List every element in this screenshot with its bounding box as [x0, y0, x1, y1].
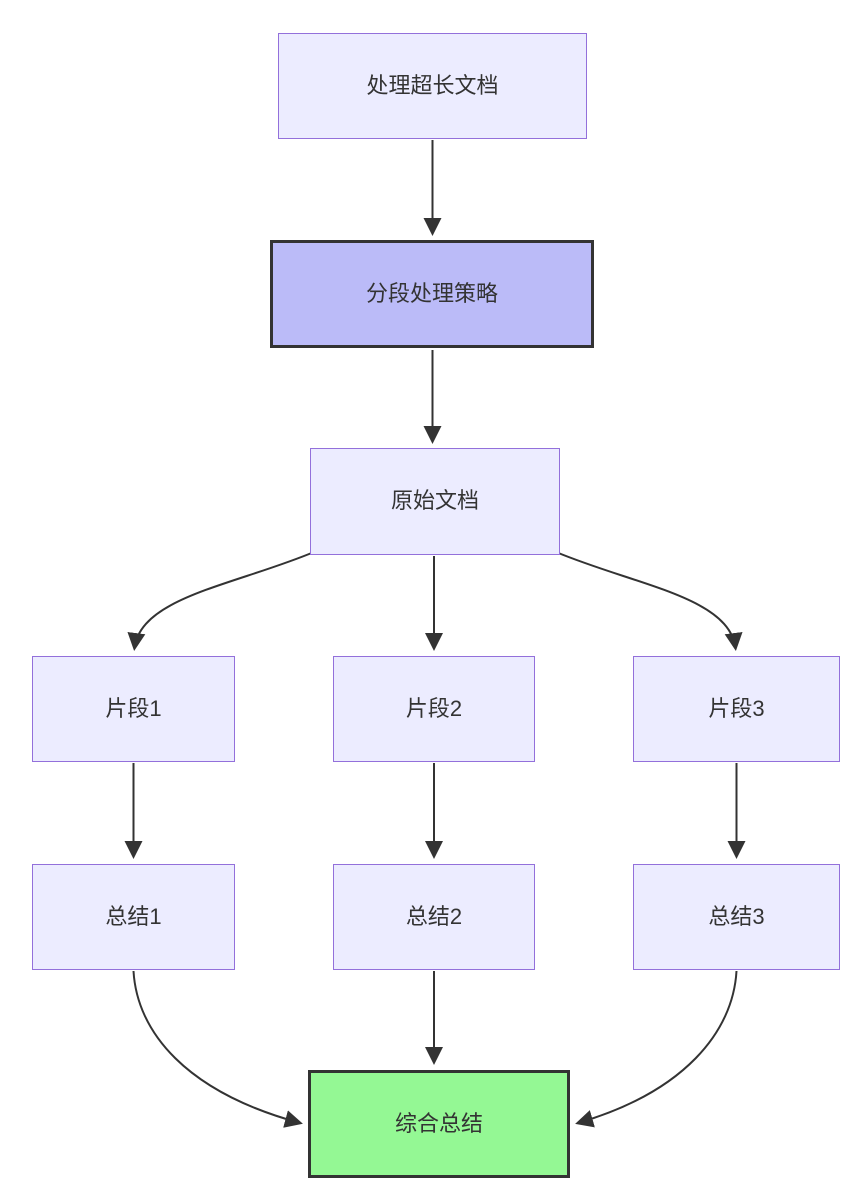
node-label: 原始文档 [390, 488, 479, 514]
node-segmentation-strategy: 分段处理策略 [270, 240, 594, 348]
edge-c-to-d3 [555, 551, 743, 651]
node-fragment-1: 片段1 [32, 656, 235, 762]
edge-e1-to-f [132, 970, 303, 1128]
node-label: 分段处理策略 [365, 280, 498, 306]
node-summary-2: 总结2 [333, 864, 535, 970]
node-label: 处理超长文档 [366, 72, 499, 98]
node-label: 总结1 [105, 903, 162, 929]
node-label: 片段3 [708, 695, 765, 721]
node-label: 总结2 [405, 903, 463, 929]
edge-e3-to-f [575, 970, 738, 1128]
node-combined-summary: 综合总结 [308, 1070, 570, 1178]
edge-c-to-d1 [127, 551, 315, 651]
node-label: 片段2 [405, 695, 463, 721]
node-summary-1: 总结1 [32, 864, 235, 970]
node-fragment-3: 片段3 [633, 656, 840, 762]
node-process-long-document: 处理超长文档 [278, 33, 587, 139]
node-fragment-2: 片段2 [333, 656, 535, 762]
node-original-document: 原始文档 [310, 448, 560, 555]
node-label: 总结3 [708, 903, 765, 929]
node-label: 片段1 [105, 695, 162, 721]
node-label: 综合总结 [394, 1110, 483, 1136]
node-summary-3: 总结3 [633, 864, 840, 970]
